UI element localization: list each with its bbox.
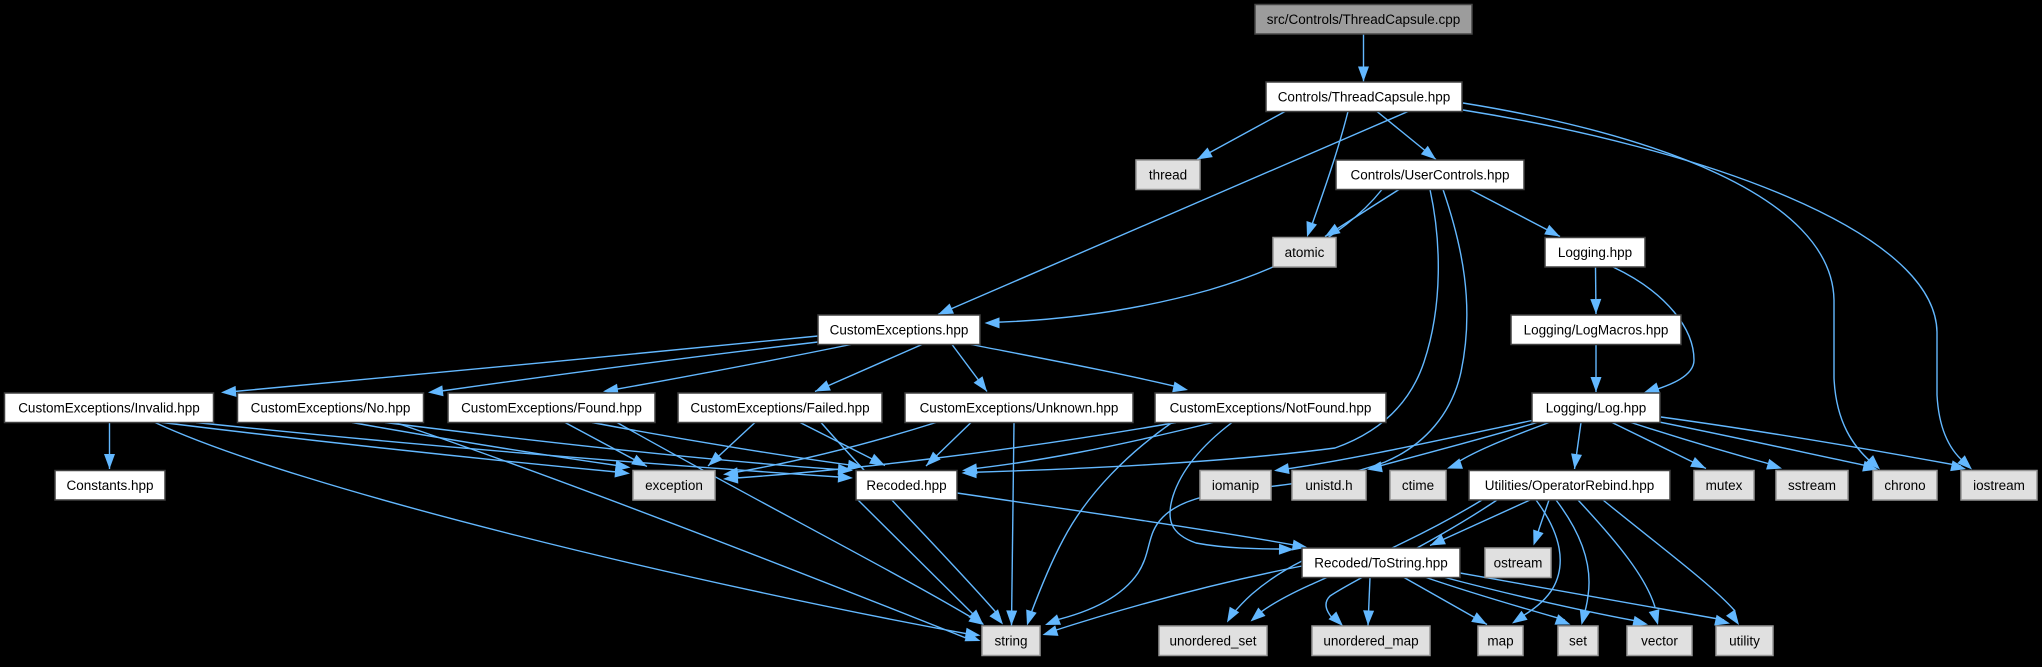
svg-text:Controls/UserControls.hpp: Controls/UserControls.hpp xyxy=(1350,168,1509,183)
svg-text:utility: utility xyxy=(1729,634,1760,649)
svg-text:vector: vector xyxy=(1641,634,1678,649)
svg-text:Recoded/ToString.hpp: Recoded/ToString.hpp xyxy=(1314,556,1448,571)
svg-text:map: map xyxy=(1487,634,1513,649)
svg-text:CustomExceptions/Found.hpp: CustomExceptions/Found.hpp xyxy=(461,401,642,416)
svg-text:CustomExceptions/NotFound.hpp: CustomExceptions/NotFound.hpp xyxy=(1170,401,1372,416)
svg-text:Logging.hpp: Logging.hpp xyxy=(1558,245,1632,260)
svg-text:mutex: mutex xyxy=(1706,478,1743,493)
svg-text:exception: exception xyxy=(645,478,703,493)
svg-text:CustomExceptions/Failed.hpp: CustomExceptions/Failed.hpp xyxy=(690,401,869,416)
svg-text:Utilities/OperatorRebind.hpp: Utilities/OperatorRebind.hpp xyxy=(1485,478,1655,493)
svg-text:src/Controls/ThreadCapsule.cpp: src/Controls/ThreadCapsule.cpp xyxy=(1267,12,1461,27)
svg-text:unordered_map: unordered_map xyxy=(1323,634,1418,649)
svg-text:atomic: atomic xyxy=(1285,245,1325,260)
svg-text:unordered_set: unordered_set xyxy=(1169,634,1256,649)
svg-text:CustomExceptions.hpp: CustomExceptions.hpp xyxy=(830,323,969,338)
svg-text:CustomExceptions/Invalid.hpp: CustomExceptions/Invalid.hpp xyxy=(18,401,200,416)
svg-text:unistd.h: unistd.h xyxy=(1305,478,1352,493)
svg-text:Logging/LogMacros.hpp: Logging/LogMacros.hpp xyxy=(1524,323,1669,338)
svg-text:CustomExceptions/No.hpp: CustomExceptions/No.hpp xyxy=(251,401,411,416)
svg-text:ostream: ostream xyxy=(1494,556,1543,571)
svg-text:thread: thread xyxy=(1149,168,1187,183)
svg-text:Logging/Log.hpp: Logging/Log.hpp xyxy=(1546,401,1647,416)
svg-text:Controls/ThreadCapsule.hpp: Controls/ThreadCapsule.hpp xyxy=(1278,90,1451,105)
svg-text:Recoded.hpp: Recoded.hpp xyxy=(866,478,946,493)
svg-text:iomanip: iomanip xyxy=(1212,478,1259,493)
svg-text:ctime: ctime xyxy=(1402,478,1434,493)
svg-text:iostream: iostream xyxy=(1973,478,2025,493)
svg-text:chrono: chrono xyxy=(1884,478,1925,493)
svg-text:string: string xyxy=(994,634,1027,649)
svg-text:Constants.hpp: Constants.hpp xyxy=(66,478,153,493)
svg-text:set: set xyxy=(1569,634,1587,649)
svg-text:CustomExceptions/Unknown.hpp: CustomExceptions/Unknown.hpp xyxy=(920,401,1119,416)
svg-text:sstream: sstream xyxy=(1788,478,1836,493)
